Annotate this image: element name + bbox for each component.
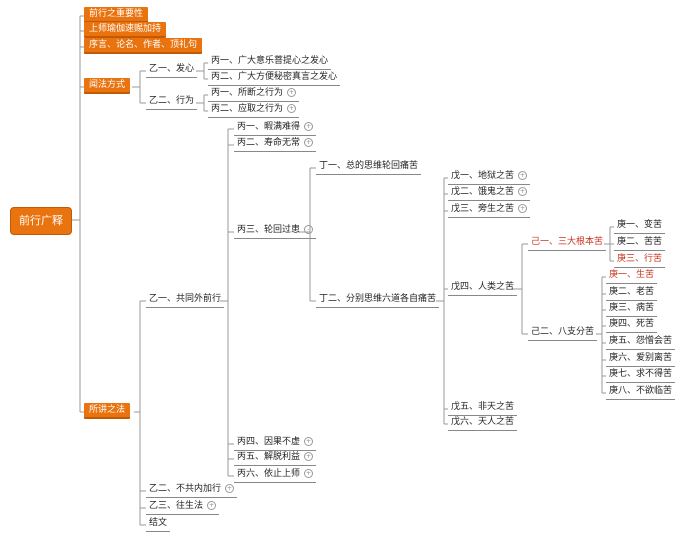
node-preface[interactable]: 序言、论名、作者、顶礼句: [84, 38, 203, 54]
node-bing1-precious[interactable]: 丙一、暇满难得+: [234, 120, 317, 136]
node-geng6-separation[interactable]: 庚六、爱别离苦: [606, 351, 676, 367]
root-node[interactable]: 前行广释: [10, 207, 72, 235]
collapse-circle-icon[interactable]: +: [304, 452, 314, 461]
node-wu3-animal[interactable]: 戊三、旁生之苦+: [448, 202, 531, 218]
node-yi2-inner[interactable]: 乙二、不共内加行+: [146, 482, 238, 498]
collapse-circle-icon[interactable]: +: [304, 469, 314, 478]
node-bing2-adopt[interactable]: 丙二、应取之行为+: [208, 102, 300, 118]
node-geng8-unwanted[interactable]: 庚八、不欲临苦: [606, 384, 676, 400]
collapse-circle-icon[interactable]: +: [518, 204, 528, 213]
node-ji2-eight-sufferings[interactable]: 己二、八支分苦: [528, 325, 598, 341]
node-bing2-mantra[interactable]: 丙二、广大方便秘密真言之发心: [208, 70, 341, 86]
node-yi3-transference[interactable]: 乙三、往生法+: [146, 499, 220, 515]
collapse-circle-icon[interactable]: +: [304, 138, 314, 147]
node-geng4-death[interactable]: 庚四、死苦: [606, 317, 658, 333]
node-geng5-enemies[interactable]: 庚五、怨憎会苦: [606, 334, 676, 350]
collapse-circle-icon[interactable]: +: [518, 187, 528, 196]
node-bing6-teacher[interactable]: 丙六、依止上师+: [234, 467, 317, 483]
node-yi2-conduct[interactable]: 乙二、行为: [146, 94, 198, 110]
node-guru-yoga[interactable]: 上师瑜伽速赐加持: [84, 22, 167, 38]
node-bing1-abandon[interactable]: 丙一、所断之行为+: [208, 86, 300, 102]
node-geng2-suffering[interactable]: 庚二、苦苦: [614, 235, 666, 251]
node-geng1-birth[interactable]: 庚一、生苦: [606, 268, 658, 284]
node-conclusion[interactable]: 结文: [146, 516, 171, 532]
collapse-circle-icon[interactable]: +: [287, 88, 297, 97]
node-wu5-asura[interactable]: 戊五、非天之苦: [448, 400, 518, 416]
node-teaching[interactable]: 所讲之法: [84, 403, 131, 419]
node-importance[interactable]: 前行之重要性: [84, 7, 149, 23]
node-bing5-liberation[interactable]: 丙五、解脱利益+: [234, 450, 317, 466]
collapse-circle-icon[interactable]: -: [304, 225, 314, 234]
node-listening-method[interactable]: 闻法方式: [84, 78, 131, 94]
node-geng3-sickness[interactable]: 庚三、病苦: [606, 301, 658, 317]
node-wu1-hell[interactable]: 戊一、地狱之苦+: [448, 169, 531, 185]
node-geng2-aging[interactable]: 庚二、老苦: [606, 285, 658, 301]
node-bing2-impermanence[interactable]: 丙二、寿命无常+: [234, 136, 317, 152]
node-bing1-bodhicitta[interactable]: 丙一、广大意乐菩提心之发心: [208, 54, 332, 70]
node-wu6-god[interactable]: 戊六、天人之苦: [448, 415, 518, 431]
node-ding2-six-realms[interactable]: 丁二、分别思维六道各自痛苦: [316, 292, 440, 308]
node-ding1-general[interactable]: 丁一、总的思维轮回痛苦: [316, 159, 422, 175]
node-geng3-conditioning[interactable]: 庚三、行苦: [614, 252, 666, 268]
collapse-circle-icon[interactable]: +: [518, 171, 528, 180]
node-bing4-karma[interactable]: 丙四、因果不虚+: [234, 435, 317, 451]
node-yi1-common-outer[interactable]: 乙一、共同外前行: [146, 292, 225, 308]
collapse-circle-icon[interactable]: +: [304, 122, 314, 131]
node-yi1-motivation[interactable]: 乙一、发心: [146, 62, 198, 78]
node-geng7-unfulfilled[interactable]: 庚七、求不得苦: [606, 367, 676, 383]
collapse-circle-icon[interactable]: +: [225, 484, 235, 493]
collapse-circle-icon[interactable]: +: [304, 437, 314, 446]
collapse-circle-icon[interactable]: +: [287, 104, 297, 113]
node-bing3-samsara[interactable]: 丙三、轮回过患-: [234, 223, 317, 239]
node-wu2-hungry-ghost[interactable]: 戊二、饿鬼之苦+: [448, 185, 531, 201]
node-wu4-human[interactable]: 戊四、人类之苦: [448, 280, 518, 296]
node-geng1-change[interactable]: 庚一、变苦: [614, 218, 666, 234]
collapse-circle-icon[interactable]: +: [207, 501, 217, 510]
node-ji1-three-sufferings[interactable]: 己一、三大根本苦: [528, 235, 607, 251]
